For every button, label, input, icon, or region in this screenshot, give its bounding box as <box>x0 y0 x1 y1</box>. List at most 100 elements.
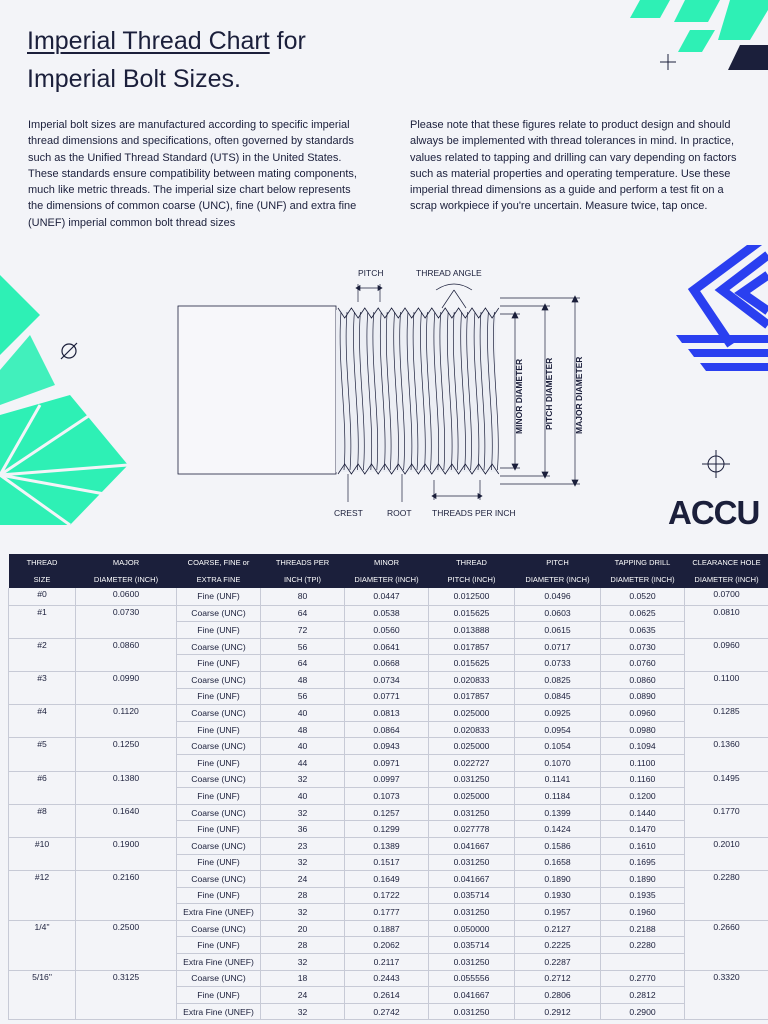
minor-diameter-cell: 0.1073 <box>344 787 429 805</box>
clearance-hole-cell: 0.1770 <box>684 804 768 838</box>
thread-type-cell: Fine (UNF) <box>176 787 261 805</box>
major-diameter-cell: 0.1640 <box>75 804 177 838</box>
thread-pitch-cell: 0.031250 <box>428 771 515 789</box>
tpi-cell: 36 <box>260 820 345 838</box>
thread-pitch-cell: 0.015625 <box>428 654 515 672</box>
pitch-diameter-cell: 0.1399 <box>514 804 601 822</box>
thread-pitch-cell: 0.041667 <box>428 870 515 888</box>
pitch-diameter-cell: 0.0925 <box>514 704 601 722</box>
minor-diameter-cell: 0.0813 <box>344 704 429 722</box>
minor-diameter-cell: 0.0538 <box>344 605 429 623</box>
minor-diameter-cell: 0.1389 <box>344 837 429 855</box>
major-diameter-cell: 0.1120 <box>75 704 177 739</box>
minor-diameter-cell: 0.0771 <box>344 688 429 706</box>
thread-pitch-cell: 0.031250 <box>428 854 515 872</box>
pitch-diameter-cell: 0.1658 <box>514 854 601 872</box>
clearance-hole-cell: 0.1495 <box>684 771 768 805</box>
column-header: TAPPING DRILL <box>600 554 685 571</box>
thread-type-cell: Fine (UNF) <box>176 936 261 955</box>
thread-type-cell: Fine (UNF) <box>176 654 261 672</box>
left-mint-fan-pattern <box>0 275 129 525</box>
minor-diameter-cell: 0.2742 <box>344 1003 429 1021</box>
tpi-cell: 48 <box>260 721 345 739</box>
tpi-cell: 32 <box>260 771 345 789</box>
major-diameter-cell: 0.0600 <box>75 588 177 606</box>
tapping-drill-cell: 0.1610 <box>600 837 685 855</box>
clearance-hole-cell: 0.2280 <box>684 870 768 921</box>
clearance-hole-cell: 0.0960 <box>684 638 768 672</box>
column-header-sub: INCH (TPI) <box>260 571 345 588</box>
column-header-sub: DIAMETER (INCH) <box>514 571 601 588</box>
title-line1-rest: for <box>269 27 306 55</box>
tpi-cell: 64 <box>260 605 345 623</box>
tpi-cell: 32 <box>260 1003 345 1021</box>
thread-type-cell: Extra Fine (UNEF) <box>176 953 261 971</box>
intro-left-paragraph: Imperial bolt sizes are manufactured acc… <box>28 119 357 229</box>
tapping-drill-cell: 0.1200 <box>600 787 685 805</box>
minor-diameter-cell: 0.1299 <box>344 820 429 838</box>
clearance-hole-cell: 0.2010 <box>684 837 768 872</box>
thread-pitch-cell: 0.017857 <box>428 638 515 656</box>
pitch-diameter-cell: 0.1424 <box>514 820 601 838</box>
label-minor-diameter: MINOR DIAMETER <box>514 359 524 434</box>
accu-logo: ACCU <box>668 494 760 531</box>
tapping-drill-cell: 0.0890 <box>600 688 685 706</box>
thread-size-cell: 5/16" <box>8 970 76 1021</box>
minor-diameter-cell: 0.2117 <box>344 953 429 971</box>
thread-pitch-cell: 0.050000 <box>428 920 515 938</box>
column-header-sub: DIAMETER (INCH) <box>75 571 177 588</box>
tapping-drill-cell: 0.0960 <box>600 704 685 722</box>
thread-size-cell: 1/4" <box>8 920 76 971</box>
column-header: MINOR <box>344 554 429 571</box>
tapping-drill-cell: 0.0635 <box>600 621 685 639</box>
tapping-drill-cell: 0.1890 <box>600 870 685 888</box>
tpi-cell: 40 <box>260 704 345 722</box>
tapping-drill-cell: 0.0860 <box>600 671 685 689</box>
thread-pitch-cell: 0.035714 <box>428 936 515 955</box>
thread-size-cell: #3 <box>8 671 76 706</box>
pitch-diameter-cell: 0.1586 <box>514 837 601 855</box>
minor-diameter-cell: 0.0560 <box>344 621 429 639</box>
tpi-cell: 28 <box>260 936 345 955</box>
thread-type-cell: Fine (UNF) <box>176 721 261 739</box>
column-header-sub: SIZE <box>8 571 76 588</box>
major-diameter-cell: 0.0860 <box>75 638 177 672</box>
pitch-diameter-cell: 0.2806 <box>514 986 601 1004</box>
tapping-drill-cell: 0.2280 <box>600 936 685 955</box>
column-header: COARSE, FINE or <box>176 554 261 571</box>
thread-pitch-cell: 0.013888 <box>428 621 515 639</box>
major-diameter-cell: 0.0730 <box>75 605 177 639</box>
column-header: THREAD <box>428 554 515 571</box>
clearance-hole-cell: 0.1285 <box>684 704 768 739</box>
thread-pitch-cell: 0.020833 <box>428 671 515 689</box>
thread-type-cell: Fine (UNF) <box>176 588 261 606</box>
thread-size-cell: #8 <box>8 804 76 838</box>
pitch-diameter-cell: 0.2225 <box>514 936 601 955</box>
tpi-cell: 44 <box>260 754 345 772</box>
pitch-diameter-cell: 0.0845 <box>514 688 601 706</box>
minor-diameter-cell: 0.0943 <box>344 737 429 755</box>
major-diameter-cell: 0.2500 <box>75 920 177 971</box>
thread-pitch-cell: 0.031250 <box>428 1003 515 1021</box>
thread-type-cell: Fine (UNF) <box>176 986 261 1004</box>
column-header-sub: DIAMETER (INCH) <box>684 571 768 588</box>
major-diameter-cell: 0.3125 <box>75 970 177 1021</box>
thread-type-cell: Coarse (UNC) <box>176 837 261 855</box>
thread-pitch-cell: 0.025000 <box>428 704 515 722</box>
page-title: Imperial Thread Chart for Imperial Bolt … <box>27 22 306 98</box>
tapping-drill-cell: 0.1440 <box>600 804 685 822</box>
tapping-drill-cell: 0.2770 <box>600 970 685 988</box>
thread-type-cell: Fine (UNF) <box>176 854 261 872</box>
